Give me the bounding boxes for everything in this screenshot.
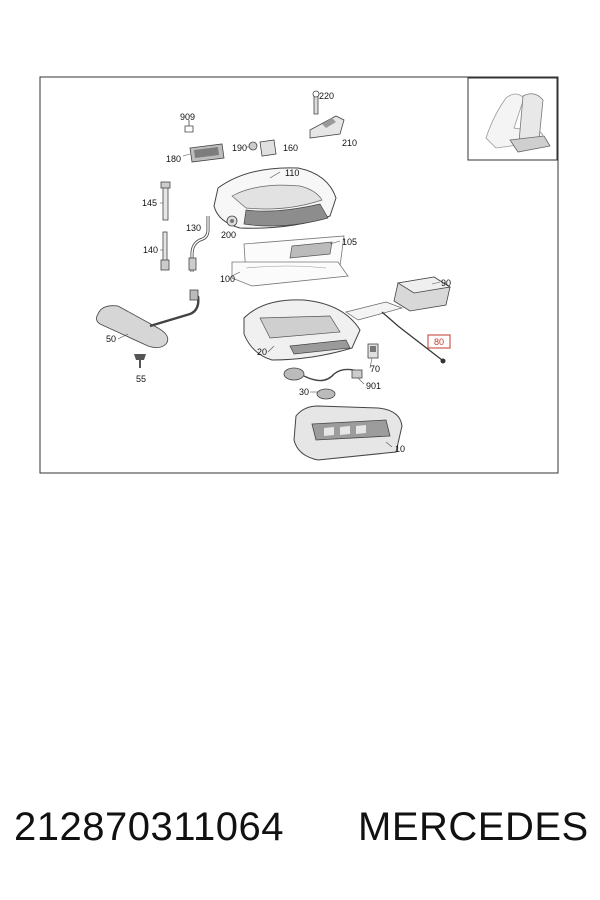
callout-210: 210 <box>342 138 357 148</box>
connector-70 <box>367 343 379 359</box>
callout-50: 50 <box>106 334 116 344</box>
wire-80 <box>345 301 446 364</box>
callout-180: 180 <box>166 154 181 164</box>
heating-mat-100 <box>231 261 349 287</box>
callout-55: 55 <box>136 374 146 384</box>
callout-90: 90 <box>441 278 451 288</box>
callout-110: 110 <box>285 168 299 178</box>
cable-130 <box>188 216 210 272</box>
callout-80: 80 <box>434 337 444 347</box>
callout-80-highlight: 80 <box>427 334 451 349</box>
seat-thumbnail <box>467 77 558 161</box>
parts-diagram: 909 180 220 210 190 160 110 145 130 200 … <box>39 76 559 474</box>
rod-140 <box>160 231 170 271</box>
part-number: 212870311064 <box>14 805 284 849</box>
clip-55 <box>134 354 146 368</box>
caption-bar: 212870311064 MERCEDES <box>0 805 600 865</box>
callout-105: 105 <box>342 237 357 247</box>
switch-panel-180 <box>184 120 225 163</box>
clip-190-160 <box>248 139 277 157</box>
callout-10: 10 <box>395 444 405 454</box>
callout-130: 130 <box>186 223 201 233</box>
callout-160: 160 <box>283 143 298 153</box>
callout-70: 70 <box>370 364 380 374</box>
callout-220: 220 <box>319 91 334 101</box>
callout-901: 901 <box>366 381 381 391</box>
bracket-210 <box>309 90 345 139</box>
callout-140: 140 <box>143 245 158 255</box>
seat-frame-10 <box>293 405 403 461</box>
seat-cover-110 <box>213 167 337 229</box>
callout-145: 145 <box>142 198 157 208</box>
cushion-foam-20 <box>243 299 361 361</box>
callout-20: 20 <box>257 347 267 357</box>
grommet-200 <box>226 215 238 227</box>
brand-name: MERCEDES <box>358 805 589 849</box>
sensor-30 <box>283 367 363 400</box>
foam-pad-90 <box>393 276 452 312</box>
callout-30: 30 <box>299 387 309 397</box>
callout-200: 200 <box>221 230 236 240</box>
side-trim-50 <box>96 289 200 348</box>
callout-190: 190 <box>232 143 247 153</box>
callout-909: 909 <box>180 112 195 122</box>
leader-lines <box>117 146 441 448</box>
callout-100: 100 <box>220 274 235 284</box>
